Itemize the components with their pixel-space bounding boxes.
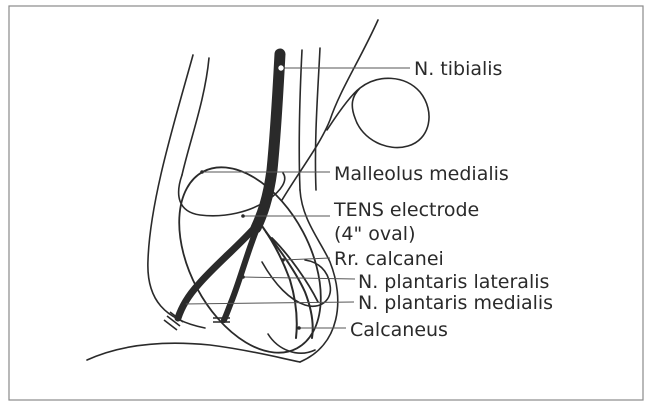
label-medial-malleolus: Malleolus medialis <box>334 163 509 185</box>
calcaneal-branch-2 <box>266 232 313 338</box>
label-medial-plantar: N. plantaris medialis <box>358 292 553 314</box>
label-tibial-nerve: N. tibialis <box>414 58 502 80</box>
tibial-nerve <box>178 54 318 338</box>
leader-dots <box>278 65 284 71</box>
label-lateral-plantar: N. plantaris lateralis <box>358 271 549 293</box>
label-calcaneal-branches: Rr. calcanei <box>334 248 444 270</box>
leg-outline <box>87 48 338 362</box>
label-electrode-line2: (4" oval) <box>334 223 415 245</box>
label-calcaneus: Calcaneus <box>350 319 448 341</box>
label-electrode-line1: TENS electrode <box>333 199 479 221</box>
calcaneal-branch-1 <box>262 226 297 338</box>
